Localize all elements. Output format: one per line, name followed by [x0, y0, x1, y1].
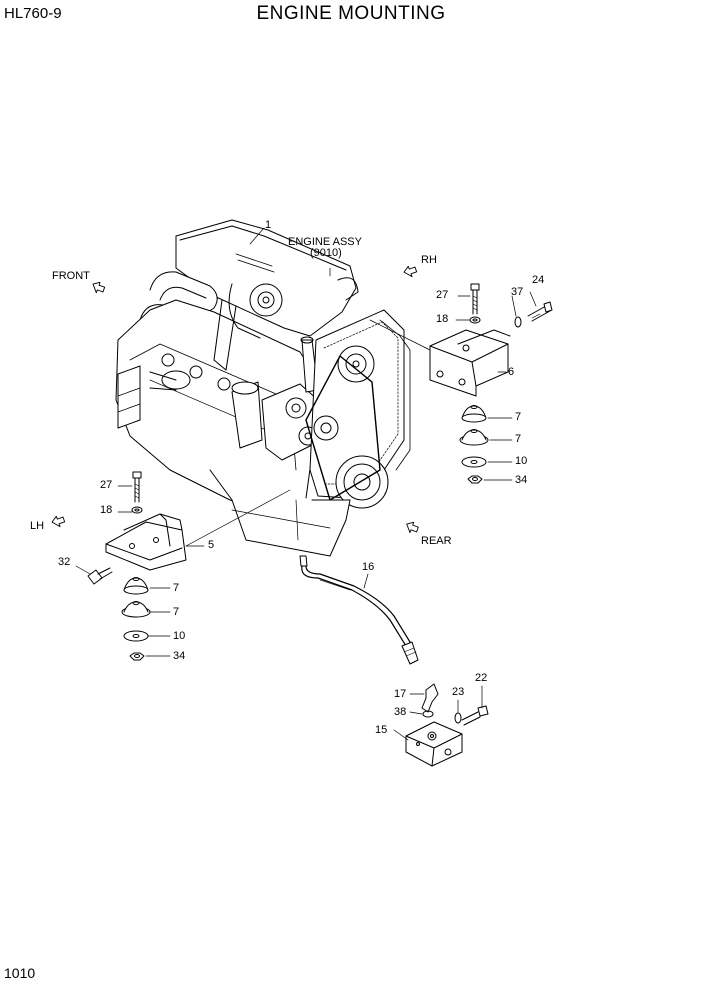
callout-15: 15: [375, 724, 388, 736]
callout-5: 5: [208, 539, 215, 551]
callout-1: 1: [265, 219, 272, 231]
callout-10-rh: 10: [515, 455, 528, 467]
callout-34-lh: 34: [173, 650, 186, 662]
callout-18-rh: 18: [436, 313, 449, 325]
model-code: HL760-9: [4, 5, 62, 22]
engine-assy-label: ENGINE ASSY: [288, 236, 362, 248]
callout-34-rh: 34: [515, 474, 528, 486]
callout-22: 22: [475, 672, 488, 684]
page-title: ENGINE MOUNTING: [256, 3, 446, 24]
callout-32: 32: [58, 556, 71, 568]
hose-and-block: [299, 555, 489, 767]
callout-10-lh: 10: [173, 630, 186, 642]
callout-37: 37: [511, 286, 524, 298]
rear-label: REAR: [421, 535, 452, 547]
lh-mount-parts: [87, 471, 187, 661]
callout-23: 23: [452, 686, 465, 698]
callout-17: 17: [394, 688, 407, 700]
callout-18-lh: 18: [100, 504, 113, 516]
direction-arrows: [51, 265, 419, 534]
callout-38: 38: [394, 706, 407, 718]
rh-label: RH: [421, 254, 437, 266]
callout-7-rh-b: 7: [515, 433, 522, 445]
callout-16: 16: [362, 561, 375, 573]
callout-27-rh: 27: [436, 289, 449, 301]
engine-assembly: [115, 219, 411, 557]
front-label: FRONT: [52, 270, 90, 282]
callout-6: 6: [508, 366, 515, 378]
callout-27-lh: 27: [100, 479, 113, 491]
callout-7-rh-a: 7: [515, 411, 522, 423]
callout-7-lh-a: 7: [173, 582, 180, 594]
engine-assy-code: (9010): [310, 247, 342, 259]
lh-label: LH: [30, 520, 45, 532]
leader-lines: [75, 227, 537, 741]
callout-24: 24: [532, 274, 545, 286]
page-number: 1010: [4, 965, 36, 981]
callout-7-lh-b: 7: [173, 606, 180, 618]
rh-mount-parts: [429, 283, 553, 484]
